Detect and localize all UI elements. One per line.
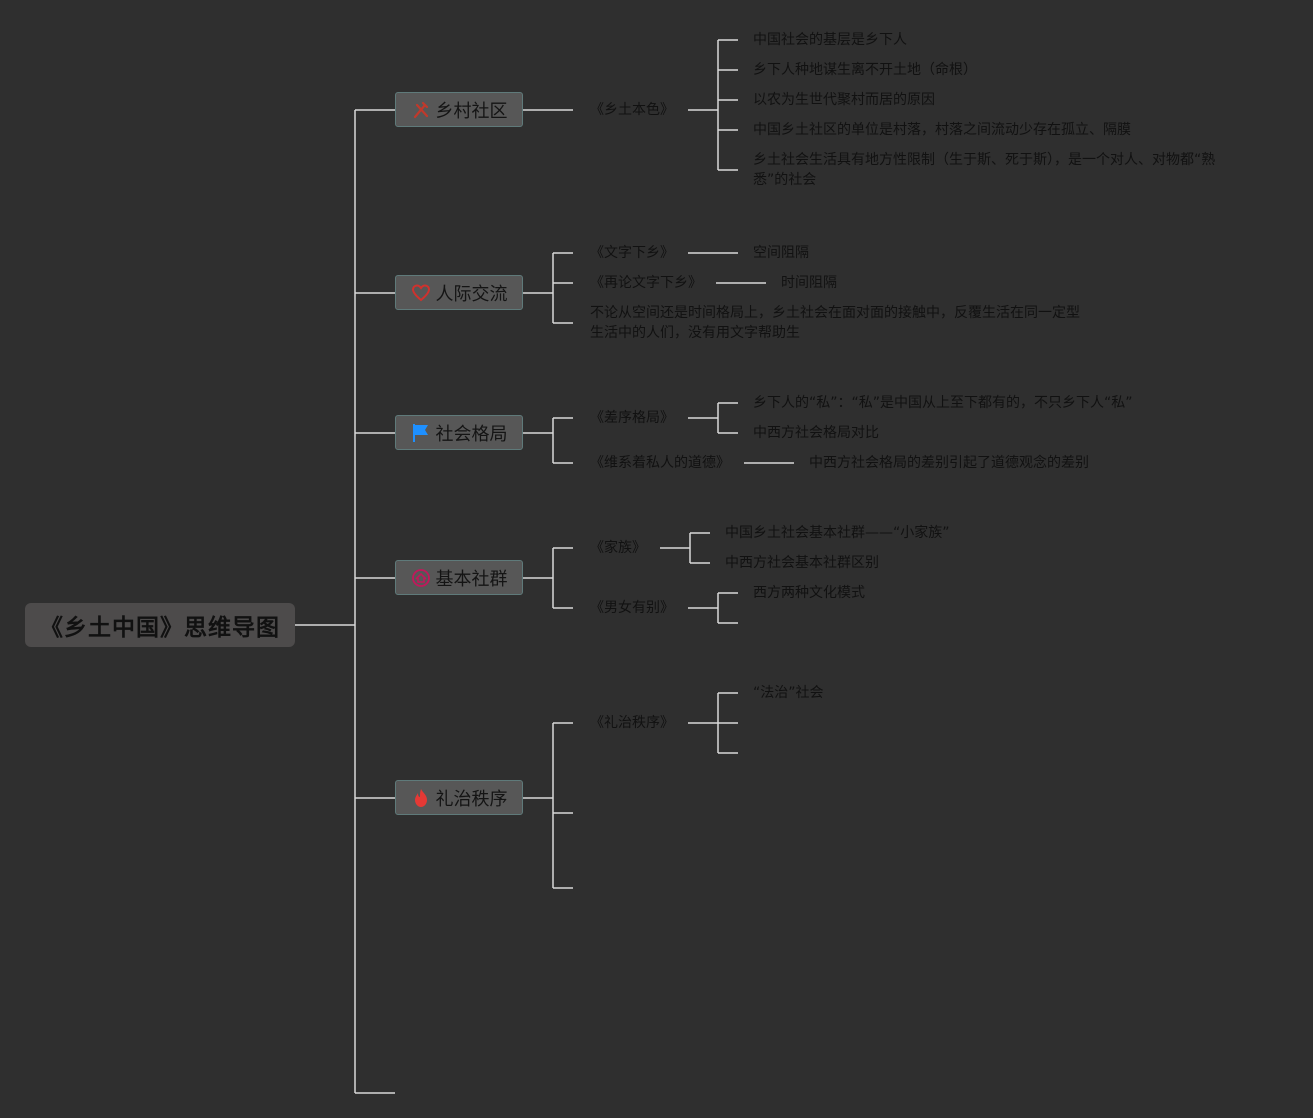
leaf-item[interactable]: 西方两种文化模式 [753, 585, 865, 601]
topic-label: 礼治秩序 [435, 788, 508, 810]
subtopic-nannv-youbie[interactable]: 《男女有别》 [590, 600, 674, 616]
heart-icon [411, 283, 430, 301]
subtopic-siren-daode[interactable]: 《维系着私人的道德》 [590, 455, 730, 471]
topic-label: 人际交流 [435, 283, 508, 305]
leaf-item[interactable]: 中国乡土社区的单位是村落，村落之间流动少存在孤立、隔膜 [753, 122, 1131, 138]
leaf-item[interactable]: 乡下人种地谋生离不开土地（命根） [753, 62, 977, 78]
tools-icon [413, 101, 428, 118]
subtopic-jiazu[interactable]: 《家族》 [590, 540, 646, 556]
leaf-item[interactable]: 乡下人的“私”：“私”是中国从上至下都有的，不只乡下人“私” [753, 395, 1133, 411]
topic-interpersonal[interactable]: 人际交流 [395, 275, 523, 310]
topic-basic-community[interactable]: 基本社群 [395, 560, 523, 595]
topic-rural-community[interactable]: 乡村社区 [395, 92, 523, 127]
leaf-item[interactable]: 中国乡土社会基本社群——“小家族” [725, 525, 950, 541]
subtopic-lizhi-zhixu[interactable]: 《礼治秩序》 [590, 715, 674, 731]
subtopic-zailun-wenzi-xiaxiang[interactable]: 《再论文字下乡》 [590, 275, 702, 291]
leaf-item[interactable]: 乡土社会生活具有地方性限制（生于斯、死于斯），是一个对人、对物都“熟悉”的社会 [753, 152, 1216, 188]
leaf-item[interactable]: 中西方社会格局对比 [753, 425, 879, 441]
root-title: 《乡土中国》思维导图 [40, 615, 280, 641]
subtopic-chaxu-geju[interactable]: 《差序格局》 [590, 410, 674, 426]
leaf-item[interactable]: 空间阻隔 [753, 245, 809, 261]
leaf-item[interactable]: 以农为生世代聚村而居的原因 [753, 92, 935, 108]
leaf-item[interactable]: 中西方社会基本社群区别 [725, 555, 879, 571]
home-icon [411, 568, 430, 587]
leaf-item[interactable]: 中国社会的基层是乡下人 [753, 32, 907, 48]
leaf-item[interactable]: 中西方社会格局的差别引起了道德观念的差别 [809, 455, 1089, 471]
topic-rites-order[interactable]: 礼治秩序 [395, 780, 523, 815]
leaf-note[interactable]: 不论从空间还是时间格局上，乡土社会在面对面的接触中，反覆生活在同一定型生活中的人… [590, 305, 1080, 341]
topic-label: 社会格局 [435, 423, 508, 445]
topic-label: 基本社群 [435, 568, 508, 590]
subtopic-xiangtu-bense[interactable]: 《乡土本色》 [590, 102, 674, 118]
flag-icon [412, 423, 428, 442]
fire-icon [414, 788, 427, 807]
topic-social-pattern[interactable]: 社会格局 [395, 415, 523, 450]
leaf-item[interactable]: “法治”社会 [753, 685, 824, 701]
root-topic[interactable]: 《乡土中国》思维导图 [25, 603, 295, 647]
topic-label: 乡村社区 [435, 100, 508, 122]
leaf-item[interactable]: 时间阻隔 [781, 275, 837, 291]
subtopic-wenzi-xiaxiang[interactable]: 《文字下乡》 [590, 245, 674, 261]
